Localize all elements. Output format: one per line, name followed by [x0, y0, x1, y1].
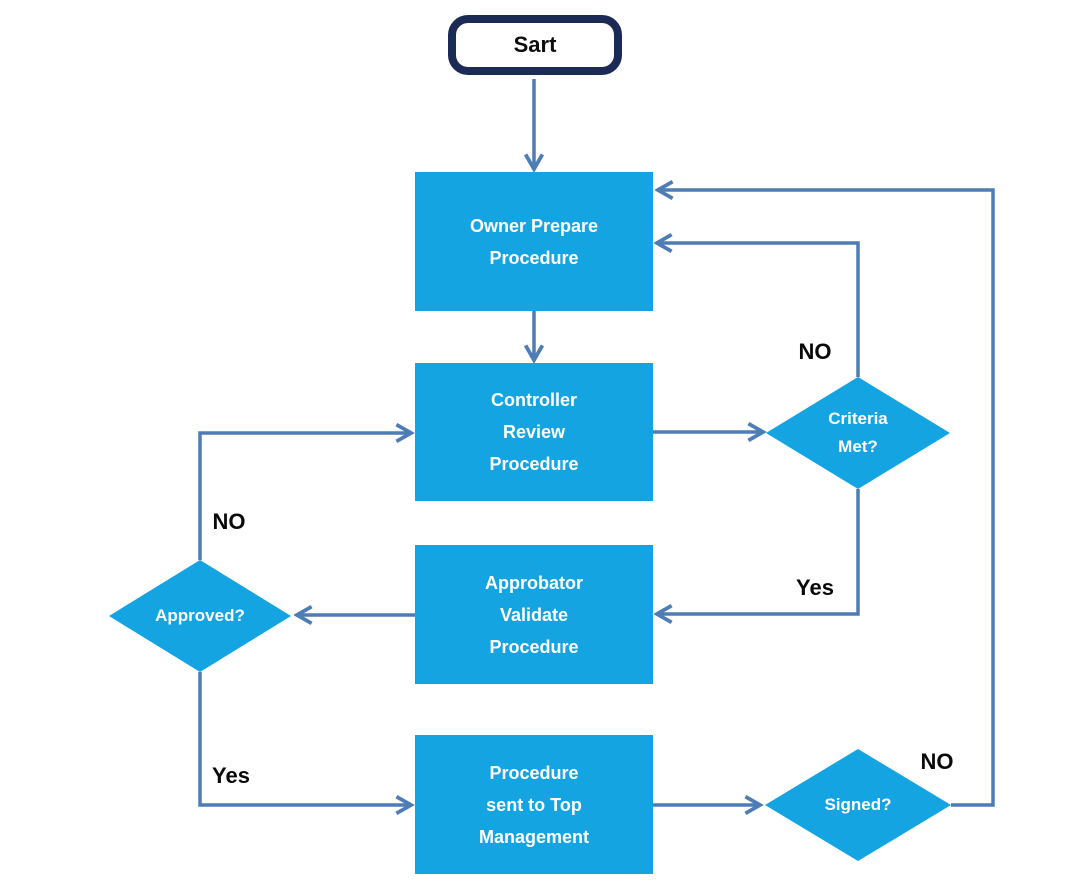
owner-prepare-procedure-box: Owner Prepare Procedure — [415, 172, 653, 311]
signed-diamond-label: Signed? — [788, 791, 928, 819]
controller-box-line: Controller — [490, 390, 577, 410]
topmgmt-box-line: Management — [478, 826, 590, 847]
approved-label-line: Approved? — [155, 606, 245, 625]
owner-box-line: Owner Prepare — [469, 215, 599, 236]
start-node-label: Sart — [513, 32, 557, 57]
signed-label-line: Signed? — [824, 795, 892, 814]
criteria-yes-branch-label: Yes — [796, 575, 834, 600]
signed-diamond — [765, 749, 951, 861]
criteria-label-line: Criteria — [828, 409, 888, 428]
approved-no-branch-label: NO — [212, 509, 246, 534]
approved-yes-branch-label: Yes — [212, 763, 250, 788]
topmgmt-box-line: Procedure — [489, 762, 579, 783]
criteria-no-branch-label: NO — [798, 339, 832, 364]
controller-box-line: Procedure — [489, 454, 579, 474]
edge-criteria-yes-to-approbator — [659, 489, 860, 614]
approbator-box-line: Approbator — [485, 572, 583, 593]
topmgmt-box-line: sent to Top — [486, 794, 582, 815]
approbator-box-line: Procedure — [489, 636, 579, 657]
approbator-validate-procedure-box: Approbator Validate Procedure — [415, 545, 653, 684]
procedure-sent-to-top-management-box: Procedure sent to Top Management — [415, 735, 653, 874]
edge-approved-yes-to-topmgmt — [198, 672, 409, 805]
controller-review-procedure-box: Controller Review Procedure — [415, 363, 653, 501]
approbator-box-line: Validate — [499, 604, 569, 625]
criteria-label-line: Met? — [838, 437, 878, 456]
controller-box-line: Review — [502, 422, 566, 442]
approved-diamond-label: Approved? — [130, 602, 270, 630]
approved-diamond — [109, 560, 291, 672]
edge-signed-no-to-owner — [660, 190, 995, 807]
signed-no-branch-label: NO — [920, 749, 954, 774]
owner-box-line: Procedure — [489, 247, 579, 268]
edge-criteria-no-to-owner — [659, 243, 860, 377]
criteria-met-diamond — [766, 377, 950, 489]
edge-approved-no-to-controller — [198, 433, 409, 560]
criteria-met-diamond-label: Criteria Met? — [786, 405, 930, 461]
start-node: Sart — [448, 15, 622, 75]
